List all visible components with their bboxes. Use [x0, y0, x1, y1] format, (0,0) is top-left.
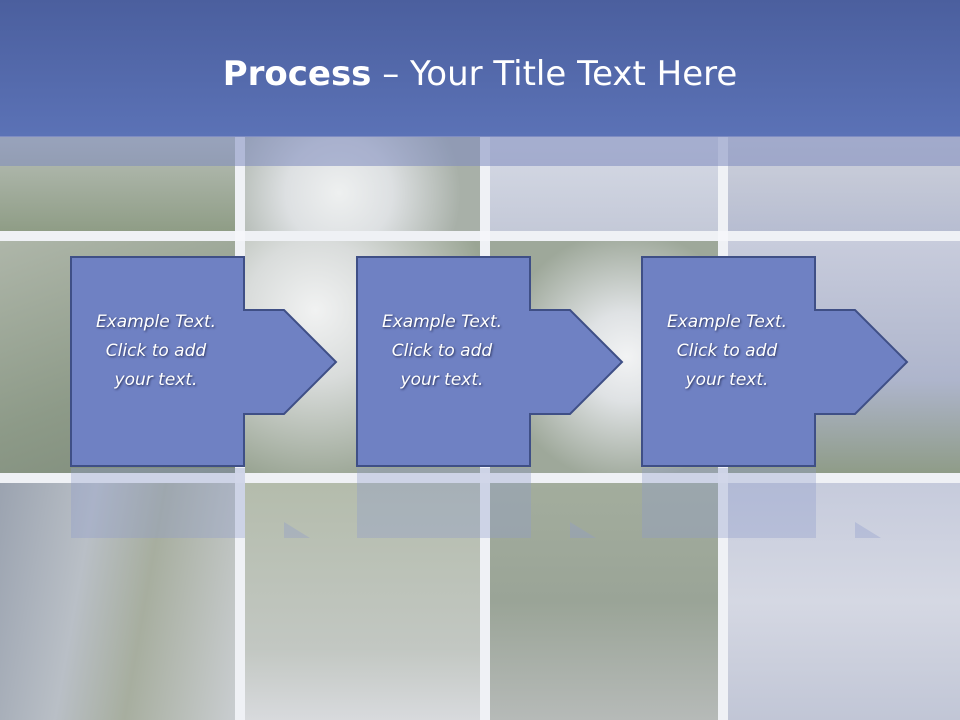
step-arrow-shape [70, 256, 338, 467]
title-text: – Your Title Text Here [371, 54, 738, 94]
step-reflection [641, 468, 909, 538]
step-2-text[interactable]: Example Text. Click to add your text. [381, 312, 503, 390]
step-arrow-shape [356, 256, 624, 467]
photo-club-shaft-tile [0, 483, 235, 720]
grid-divider [0, 473, 960, 483]
title-bar-band [0, 136, 960, 166]
process-step-2[interactable]: Example Text. Click to add your text. [356, 256, 624, 468]
step-reflection [70, 468, 338, 538]
step-arrow-shape [641, 256, 909, 467]
title-bar [0, 0, 960, 137]
title-bold: Process [222, 54, 372, 94]
process-step-3[interactable]: Example Text. Click to add your text. [641, 256, 909, 468]
step-3-text[interactable]: Example Text. Click to add your text. [666, 312, 788, 390]
photo-golfer-sky-tile [728, 483, 960, 720]
process-step-1[interactable]: Example Text. Click to add your text. [70, 256, 338, 468]
grid-divider [0, 231, 960, 241]
step-reflection [356, 468, 624, 538]
photo-golf-cart-tile [490, 483, 718, 720]
step-1-text[interactable]: Example Text. Click to add your text. [95, 312, 217, 390]
slide-title[interactable]: Process – Your Title Text Here [0, 52, 960, 96]
photo-fairway-tile [245, 483, 480, 720]
